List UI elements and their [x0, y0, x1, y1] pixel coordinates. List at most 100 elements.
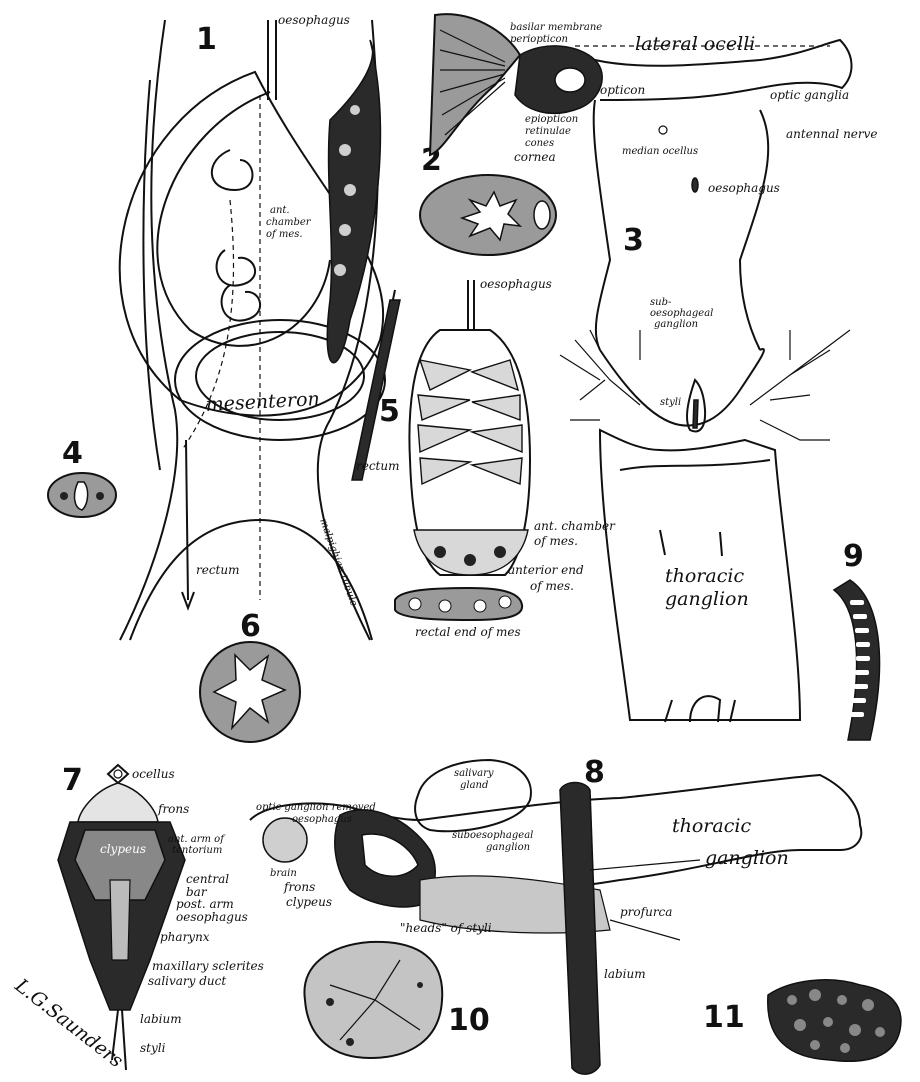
fig10-nucleus-1	[326, 998, 334, 1006]
fig8-subo-label-2: ganglion	[486, 842, 530, 853]
fig3-optic-ganglia-label: optic ganglia	[770, 88, 849, 102]
fig1-malpighian-label: malpighian tubule	[317, 517, 359, 608]
fig1-mesenteron-ring-outer	[175, 320, 385, 440]
fig5-ant-chamber-label-2: of mes.	[534, 534, 578, 548]
fig8-clypeus-label: clypeus	[286, 895, 332, 909]
fig3-periopticon-label: periopticon	[510, 34, 568, 45]
fig1-tubule-left	[143, 80, 160, 470]
fig8-thoracic-label-1: thoracic	[672, 815, 751, 837]
fig3-sub-label-2: oesophageal	[650, 308, 713, 319]
fig3-median-ocellus	[659, 126, 667, 134]
fig3-nerve-stubs	[660, 530, 722, 556]
fig2-lateral-cavity	[534, 201, 550, 229]
fig3-lateral-ocelli-label: lateral ocelli	[635, 33, 755, 55]
fig7-ant-arm-label-1: ant. arm of	[168, 834, 226, 845]
fig8-heads-styli-label: "heads" of styli	[400, 921, 492, 935]
fig3-cornea-label: cornea	[514, 150, 556, 164]
figure-10: 10	[304, 942, 489, 1058]
fig7-clypeus-label: clypeus	[100, 842, 146, 856]
fig7-salivary-duct-label: salivary duct	[148, 974, 226, 988]
fig8-salivary-label-1: salivary	[454, 768, 494, 779]
fig3-thoracic-label-1: thoracic	[665, 565, 744, 587]
fig3-median-ocellus-label: median ocellus	[622, 146, 698, 157]
fig5-anterior-end-label-2: of mes.	[530, 579, 574, 593]
fig3-styli-label: styli	[660, 397, 681, 408]
fig8-frons-label: frons	[283, 880, 315, 894]
fig11-number: 11	[703, 1000, 745, 1035]
fig8-salivary-label-2: gland	[460, 780, 488, 791]
figure-9: 9	[834, 539, 880, 740]
fig3-thoracic-label-2: ganglion	[665, 588, 749, 610]
fig7-post-arm-label: post. arm	[176, 897, 234, 911]
fig4-nucleus-left	[60, 492, 68, 500]
figure-1: 1 oesophagus ant. chamber of mes. mesent…	[120, 13, 385, 640]
fig3-compound-eye	[430, 14, 520, 155]
figure-6: 6	[200, 609, 300, 742]
fig10-nucleus-3	[417, 982, 423, 988]
fig5-number: 5	[379, 394, 400, 429]
fig3-retinulae-label: retinulae	[525, 126, 571, 137]
fig3-opticon	[555, 68, 585, 92]
fig5-rectal-end-label: rectal end of mes	[415, 625, 521, 639]
fig3-sub-label-1: sub-	[650, 297, 672, 308]
fig8-subo-label-1: suboesophageal	[452, 830, 533, 841]
fig7-ocellus-label: ocellus	[132, 767, 175, 781]
fig3-branches	[560, 330, 850, 440]
fig8-thoracic-label-2: ganglion	[705, 847, 789, 869]
fig3-basilar-label: basilar membrane	[510, 22, 602, 33]
fig1-oesophagus-label: oesophagus	[278, 13, 350, 27]
fig9-number: 9	[843, 539, 864, 574]
fig1-ant-chamber-label-3: of mes.	[266, 229, 303, 240]
fig1-number: 1	[196, 22, 217, 57]
fig3-antennal-nerve-label: antennal nerve	[786, 127, 878, 141]
fig7-ant-arm-label-2: tentorium	[172, 845, 222, 856]
fig7-frons-label: frons	[157, 802, 189, 816]
fig8-labium	[560, 783, 600, 1075]
fig10-number: 10	[448, 1003, 490, 1038]
fig1-oesophagus-tube	[268, 20, 276, 100]
fig1-ant-chamber-label-1: ant.	[270, 205, 290, 216]
fig1-rectum-line	[186, 440, 188, 600]
fig1-dashed-paths	[182, 95, 260, 600]
fig3-oesophagus-mark	[692, 178, 698, 192]
fig7-pharynx-label: pharynx	[160, 930, 210, 944]
fig5-epithelial-cells	[418, 360, 522, 484]
fig8-labium-label: labium	[604, 967, 646, 981]
fig6-number: 6	[240, 609, 261, 644]
fig5-ant-chamber-label-1: ant. chamber	[534, 519, 616, 533]
fig10-nucleus-2	[346, 1038, 354, 1046]
fig5-oesophagus-tube	[468, 280, 474, 330]
fig3-lower-nerves	[665, 696, 735, 722]
fig1-ant-chamber-label-2: chamber	[266, 217, 312, 228]
fig3-styli-dark	[693, 400, 698, 428]
fig1-body-outline-left	[120, 20, 177, 640]
fig1-rectum-label: rectum	[196, 563, 240, 577]
fig3-thoracic-fold	[620, 460, 770, 470]
fig7-frons	[78, 783, 158, 822]
figure-5: 5 oesophagus rectum ant. chamber of mes.…	[352, 277, 616, 639]
fig1-malpighian-dark	[327, 40, 380, 363]
fig4-number: 4	[62, 436, 83, 471]
fig3-cones-label: cones	[525, 138, 554, 149]
fig8-number: 8	[584, 755, 605, 790]
fig1-mesenteron-label: mesenteron	[205, 388, 320, 416]
fig11-tissue	[768, 980, 901, 1061]
fig4-lumen	[75, 482, 88, 510]
fig3-opticon-label: opticon	[600, 83, 645, 97]
fig8-oesophagus-label: oesophagus	[292, 814, 352, 825]
fig4-nucleus-right	[96, 492, 104, 500]
fig8-brain-label: brain	[270, 868, 297, 879]
fig3-suboesophageal-base	[600, 349, 764, 426]
fig3-sub-label-3: ganglion	[654, 319, 698, 330]
fig3-epiopticon-label: epiopticon	[525, 114, 578, 125]
figure-4: 4	[48, 436, 116, 517]
fig7-maxillary-label: maxillary sclerites	[152, 959, 264, 973]
fig7-labium-label: labium	[140, 1012, 182, 1026]
fig7-central-label-1: central	[186, 872, 229, 886]
fig8-optic-removed-label: optic ganglion removed	[256, 802, 376, 813]
fig7-number: 7	[62, 763, 83, 798]
fig5-anterior-end-label-1: anterior end	[508, 563, 584, 577]
fig8-profurca-label: profurca	[620, 905, 672, 919]
fig7-styli-label: styli	[140, 1041, 166, 1055]
